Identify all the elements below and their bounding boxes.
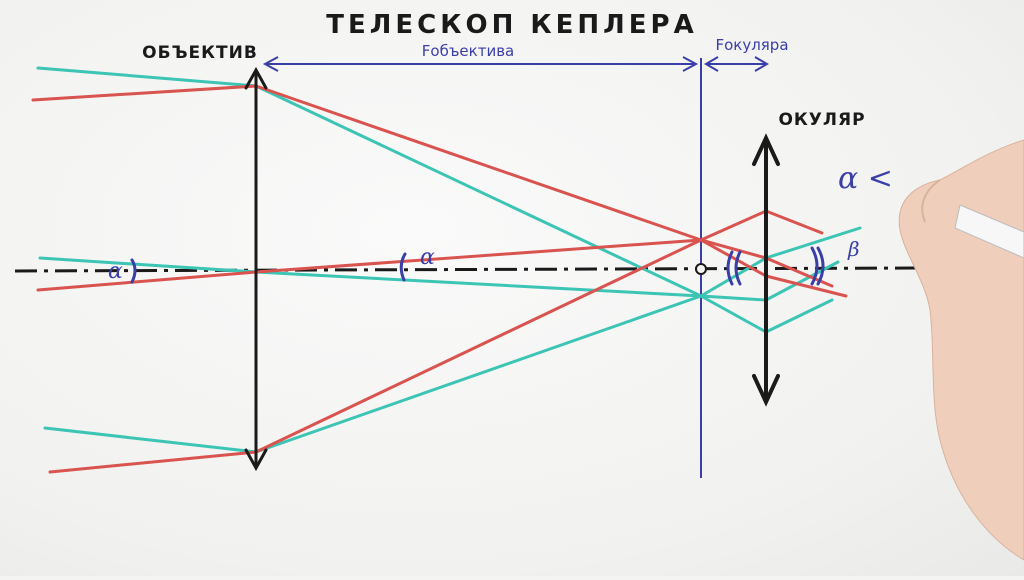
f-eyepiece-label: Fокуляра	[715, 36, 788, 54]
red-ray-eye-3	[699, 238, 768, 278]
red-rays	[31, 84, 848, 474]
teal-ray-top-in	[36, 66, 258, 88]
teal-ray-center-out	[254, 270, 703, 298]
red-ray-bottom-in	[48, 450, 258, 474]
teal-rays	[36, 66, 862, 454]
teal-ray-top-out	[254, 84, 703, 298]
red-ray-bottom-out	[254, 238, 703, 454]
beta-arc-1	[810, 246, 819, 286]
objective-label: ОБЪЕКТИВ	[142, 43, 258, 63]
teal-ray-bottom-in	[43, 426, 258, 454]
teal-ray-eye-3	[699, 256, 768, 298]
red-ray-center-out	[254, 238, 703, 274]
eyepiece-label: ОКУЛЯР	[778, 110, 865, 130]
teal-ray-eye-1	[699, 294, 768, 334]
angle-arcs	[130, 246, 825, 286]
objective-lens	[244, 66, 268, 472]
diagram-title: ТЕЛЕСКОП КЕПЛЕРА	[326, 10, 697, 40]
alpha-arc-mid	[399, 252, 407, 282]
optical-axis	[14, 266, 916, 273]
alpha-label-left: α	[108, 259, 123, 284]
alpha-label-mid: α	[420, 245, 435, 270]
marker-pen	[954, 204, 1024, 259]
alpha-arc-focus-1	[726, 250, 734, 286]
red-ray-eye-2	[699, 238, 768, 260]
teal-ray-exit-1	[764, 298, 834, 334]
beta-arc-2	[816, 246, 825, 286]
alpha-arc-left	[130, 258, 137, 284]
red-ray-top-in	[31, 84, 258, 102]
beta-label: β	[847, 237, 860, 261]
hand	[898, 139, 1024, 561]
f-objective-dimension	[262, 56, 699, 72]
teal-ray-center-in	[38, 256, 258, 274]
red-ray-center-in	[36, 270, 258, 292]
teal-ray-eye-2	[699, 294, 768, 302]
f-eyepiece-dimension	[704, 56, 769, 72]
focal-point-marker	[695, 263, 707, 275]
red-ray-eye-1	[699, 209, 768, 242]
red-ray-exit-3	[764, 274, 848, 298]
teal-ray-exit-2	[764, 260, 840, 302]
alpha-arc-focus-2	[734, 250, 742, 286]
teal-ray-exit-3	[764, 226, 862, 260]
red-ray-top-out	[254, 84, 703, 242]
red-ray-exit-1	[764, 209, 824, 235]
alpha-less-than-label: α <	[838, 161, 893, 196]
teal-ray-bottom-out	[254, 294, 703, 454]
eyepiece-lens	[752, 133, 780, 407]
hand-with-marker	[898, 139, 1024, 561]
f-objective-label: Fобъектива	[422, 42, 514, 60]
